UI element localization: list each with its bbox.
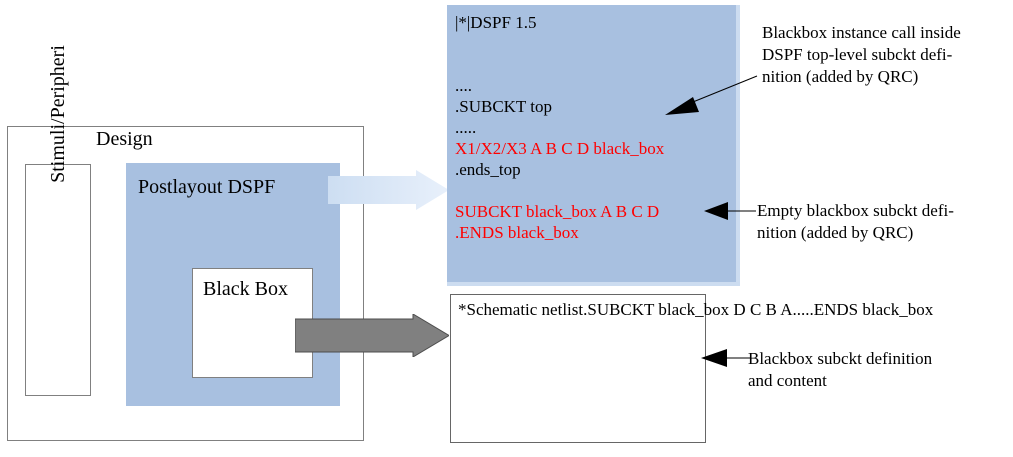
code-line: .... [792,300,810,319]
black-box-label: Black Box [203,278,288,300]
dark-block-arrow-icon [294,313,450,358]
code-line: |*|DSPF 1.5 [455,13,537,32]
code-line [455,54,664,75]
schematic-netlist-text: *Schematic netlist.SUBCKT black_box D C … [458,299,933,320]
schematic-netlist-panel [450,294,706,443]
black-box-box [192,268,313,378]
dspf-code-panel [447,5,740,286]
code-line: .SUBCKT black_box D C B A [583,300,793,319]
light-block-arrow-icon [328,170,449,210]
code-line: ..... [455,118,477,137]
code-line: .ENDS black_box [455,223,579,242]
callout-empty-subckt: Empty blackbox subckt defi- nition (adde… [757,201,954,242]
callout-instance-call: Blackbox instance call inside DSPF top-l… [762,23,961,86]
stimuli-peripheri-box [25,164,91,396]
code-line: .ENDS black_box [809,300,934,319]
callout-subckt-content: Blackbox subckt definition and content [748,349,933,390]
code-line: .ends_top [455,160,521,179]
code-line [455,180,664,201]
code-line [455,33,664,54]
design-label: Design [96,128,153,150]
postlayout-dspf-label: Postlayout DSPF [138,176,276,198]
stimuli-peripheri-label: Stimuli/Peripheri [46,45,69,183]
code-line: .... [455,76,472,95]
leader-arrow-subckt-content [701,349,750,367]
code-line: *Schematic netlist [458,300,584,319]
dspf-code-text: |*|DSPF 1.5 .... .SUBCKT top..... X1/X2/X3… [455,12,664,243]
code-line: .SUBCKT top [455,97,552,116]
code-line: SUBCKT black_box A B C D [455,202,660,221]
code-line: X1/X2/X3 A B C D black_box [455,139,665,158]
